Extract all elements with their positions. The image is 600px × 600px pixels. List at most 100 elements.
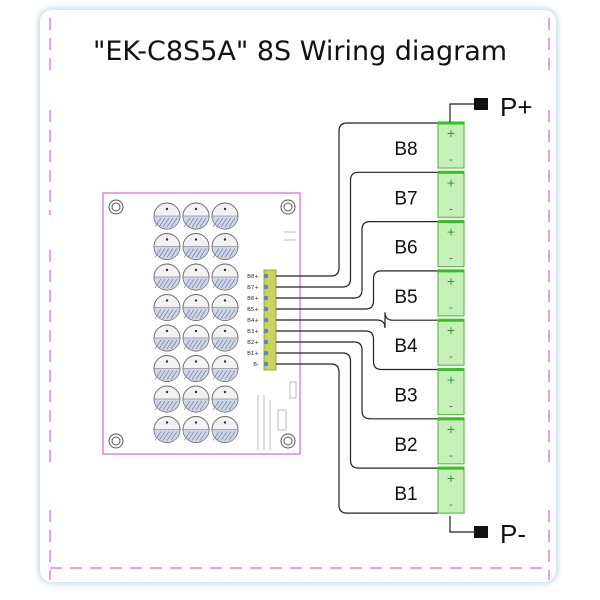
mosfet [211,355,239,382]
battery-cell-b8: + - B8 [394,121,465,169]
terminal-negative-label: P- [500,519,526,549]
pin-label: B8+ [247,274,259,280]
cell-label: B6 [394,238,417,259]
wire-b7plus [276,171,438,288]
battery-cell-b2: + - B2 [394,417,465,465]
wire-b3plus [276,330,438,371]
mosfet [153,294,181,321]
bms-board: B8+B7+B6+B5+B4+B3+B2+B1+B- [102,192,301,455]
mounting-hole [108,199,124,215]
terminal-lug-positive [474,98,488,110]
pin-label: B6+ [247,296,259,302]
mosfet [182,385,210,413]
mosfet [211,263,239,291]
pin-dot [263,328,269,334]
mosfet [153,416,181,443]
cell-minus-sign: - [449,252,453,265]
cell-label: B8 [394,139,417,160]
terminal-positive: P+ [449,92,533,122]
mosfet [182,416,210,443]
cell-plus-sign: + [446,226,455,239]
wire-bminus [276,363,438,514]
mosfet [211,233,239,260]
cell-label: B4 [394,336,418,357]
cell-plus-sign: + [446,275,455,288]
battery-cells: + - B8 + - B7 + - B6 + - B5 + - B4 + - B3 + - B2 + - B1 [394,121,465,514]
cell-label: B1 [394,484,417,505]
battery-cell-b5: + - B5 [394,269,465,317]
wire-b4plus [276,312,438,329]
pin-dot [263,339,269,345]
mosfet [153,355,181,382]
mosfet [182,202,210,230]
diagram-title: "EK-C8S5A" 8S Wiring diagram [93,36,507,67]
mosfet [211,416,239,443]
mosfet [211,324,239,352]
pin-dot [263,361,269,367]
pin-dot [263,295,269,301]
pin-label: B4+ [247,318,259,324]
wire-b2plus [276,341,438,420]
battery-cell-b3: + - B3 [394,367,465,416]
mosfet [182,263,210,291]
cell-plus-sign: + [446,472,455,485]
mosfet [182,324,210,352]
mosfet [153,385,181,413]
cell-plus-sign: + [446,374,455,387]
battery-cell-b4: + - B4 [394,318,465,366]
battery-cell-b7: + - B7 [394,170,465,218]
mounting-hole [108,433,124,449]
pin-dot [263,284,269,290]
board-silkscreen [257,231,297,450]
wire-b5plus [276,270,438,310]
pin-label: B3+ [247,329,259,335]
pin-label: B1+ [247,351,259,357]
cell-minus-sign: - [449,449,453,462]
cell-minus-sign: - [449,301,453,314]
guide-frame [49,18,550,580]
cell-label: B2 [394,435,417,456]
mosfet [211,385,239,413]
terminal-positive-label: P+ [500,92,533,122]
mosfet [211,202,239,230]
mounting-hole [280,199,296,215]
pin-label: B5+ [247,307,259,313]
cell-minus-sign: - [449,400,453,413]
mosfet [153,324,181,352]
cell-plus-sign: + [446,176,455,189]
mounting-holes [108,199,296,449]
pin-dot [263,350,269,356]
pin-dot [263,273,269,279]
wire-b8plus [276,122,438,277]
cell-label: B7 [394,188,417,209]
battery-cell-b6: + - B6 [394,220,465,268]
cell-minus-sign: - [449,153,453,166]
mosfet [182,294,210,321]
cell-minus-sign: - [449,202,453,215]
pin-labels: B8+B7+B6+B5+B4+B3+B2+B1+B- [247,273,269,368]
cell-minus-sign: - [449,350,453,363]
terminal-lug-negative [474,526,488,538]
pin-dot [263,317,269,323]
cell-label: B3 [394,386,417,407]
mosfet-grid [153,202,239,443]
pin-label: B- [253,362,259,368]
mosfet [153,263,181,291]
wire-b6plus [276,221,438,299]
cell-plus-sign: + [446,324,455,337]
battery-cell-b1: + - B1 [394,466,465,514]
cell-label: B5 [394,287,417,308]
wires [276,122,438,514]
terminal-negative: P- [449,516,526,549]
pin-dot [263,306,269,312]
mosfet [211,294,239,321]
mounting-hole [280,433,296,449]
pin-label: B2+ [247,340,259,346]
mosfet [153,202,181,230]
cell-minus-sign: - [449,498,453,511]
mosfet [153,233,181,260]
cell-plus-sign: + [446,423,455,436]
cell-plus-sign: + [446,127,455,140]
mosfet [182,355,210,382]
